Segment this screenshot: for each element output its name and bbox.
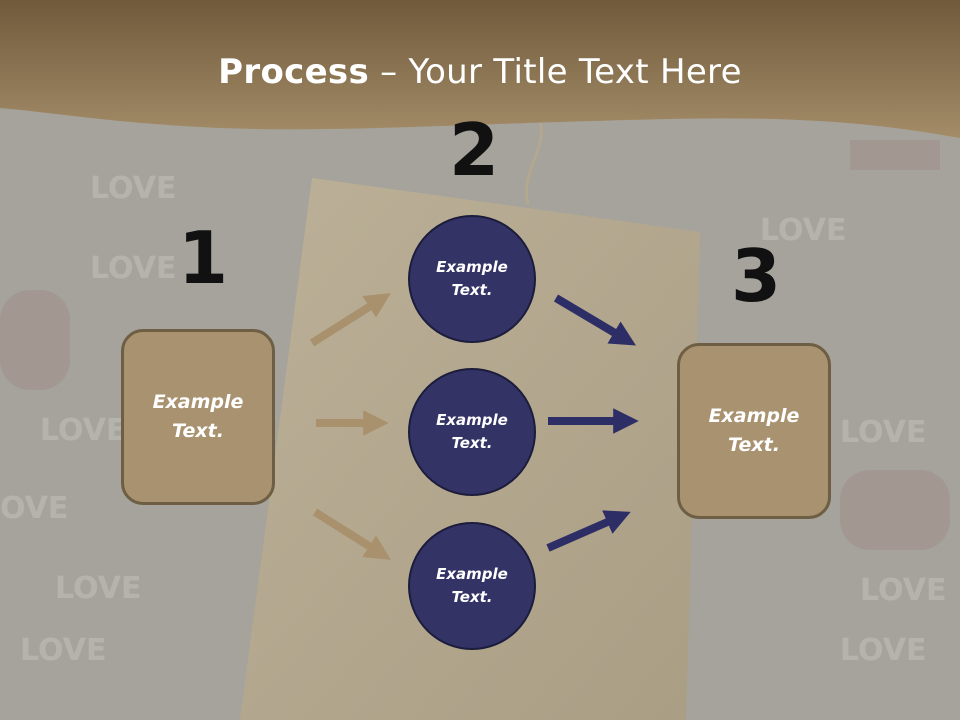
- svg-text:LOVE: LOVE: [90, 251, 176, 286]
- arrow-bottom-to-right: [546, 510, 631, 552]
- svg-text:LOVE: LOVE: [90, 171, 176, 206]
- step-number-2: 2: [449, 108, 500, 192]
- circle-top-text: Example Text.: [436, 258, 508, 299]
- svg-text:LOVE: LOVE: [20, 633, 106, 668]
- circle-middle: Example Text.: [408, 368, 536, 496]
- arrow-left-to-top: [309, 293, 391, 347]
- svg-text:LOVE: LOVE: [760, 213, 846, 248]
- svg-text:LOVE: LOVE: [840, 633, 926, 668]
- left-step-box: Example Text.: [121, 329, 275, 505]
- arrow-left-to-bottom: [312, 508, 391, 560]
- svg-text:LOVE: LOVE: [860, 573, 946, 608]
- arrow-top-to-right: [553, 294, 637, 346]
- right-step-box: Example Text.: [677, 343, 831, 519]
- circle-top: Example Text.: [408, 215, 536, 343]
- page-title: Process – Your Title Text Here: [0, 52, 960, 92]
- title-bold: Process: [218, 52, 370, 92]
- svg-text:OVE: OVE: [0, 491, 68, 526]
- svg-text:LOVE: LOVE: [55, 571, 141, 606]
- svg-text:LOVE: LOVE: [40, 413, 126, 448]
- step-number-1: 1: [178, 216, 229, 300]
- step-number-3: 3: [731, 234, 782, 318]
- circle-bottom-text: Example Text.: [436, 565, 508, 606]
- circle-bottom: Example Text.: [408, 522, 536, 650]
- circle-middle-text: Example Text.: [436, 411, 508, 452]
- title-rest: – Your Title Text Here: [369, 52, 742, 92]
- right-step-text: Example Text.: [708, 405, 800, 456]
- svg-text:LOVE: LOVE: [840, 415, 926, 450]
- left-step-text: Example Text.: [152, 391, 244, 442]
